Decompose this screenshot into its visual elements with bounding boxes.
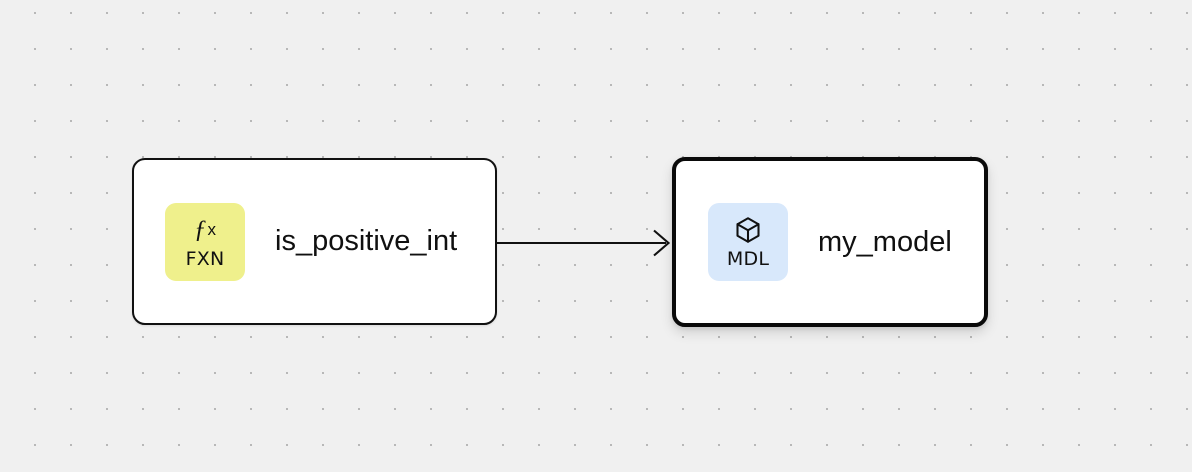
fx-glyph-x: x (207, 220, 217, 239)
edge-is_positive_int-my_model[interactable] (497, 229, 671, 257)
node-my-model[interactable]: MDL my_model (672, 157, 988, 327)
fx-glyph-f: ƒ (194, 216, 207, 243)
edge-arrowhead-icon (653, 229, 671, 257)
node-title-my-model: my_model (818, 225, 952, 258)
cube-icon (733, 215, 763, 245)
node-type-label-mdl: MDL (726, 248, 770, 270)
node-type-label-fxn: FXN (185, 247, 225, 270)
node-type-badge-mdl: MDL (708, 203, 788, 281)
node-title-is-positive-int: is_positive_int (275, 225, 458, 257)
